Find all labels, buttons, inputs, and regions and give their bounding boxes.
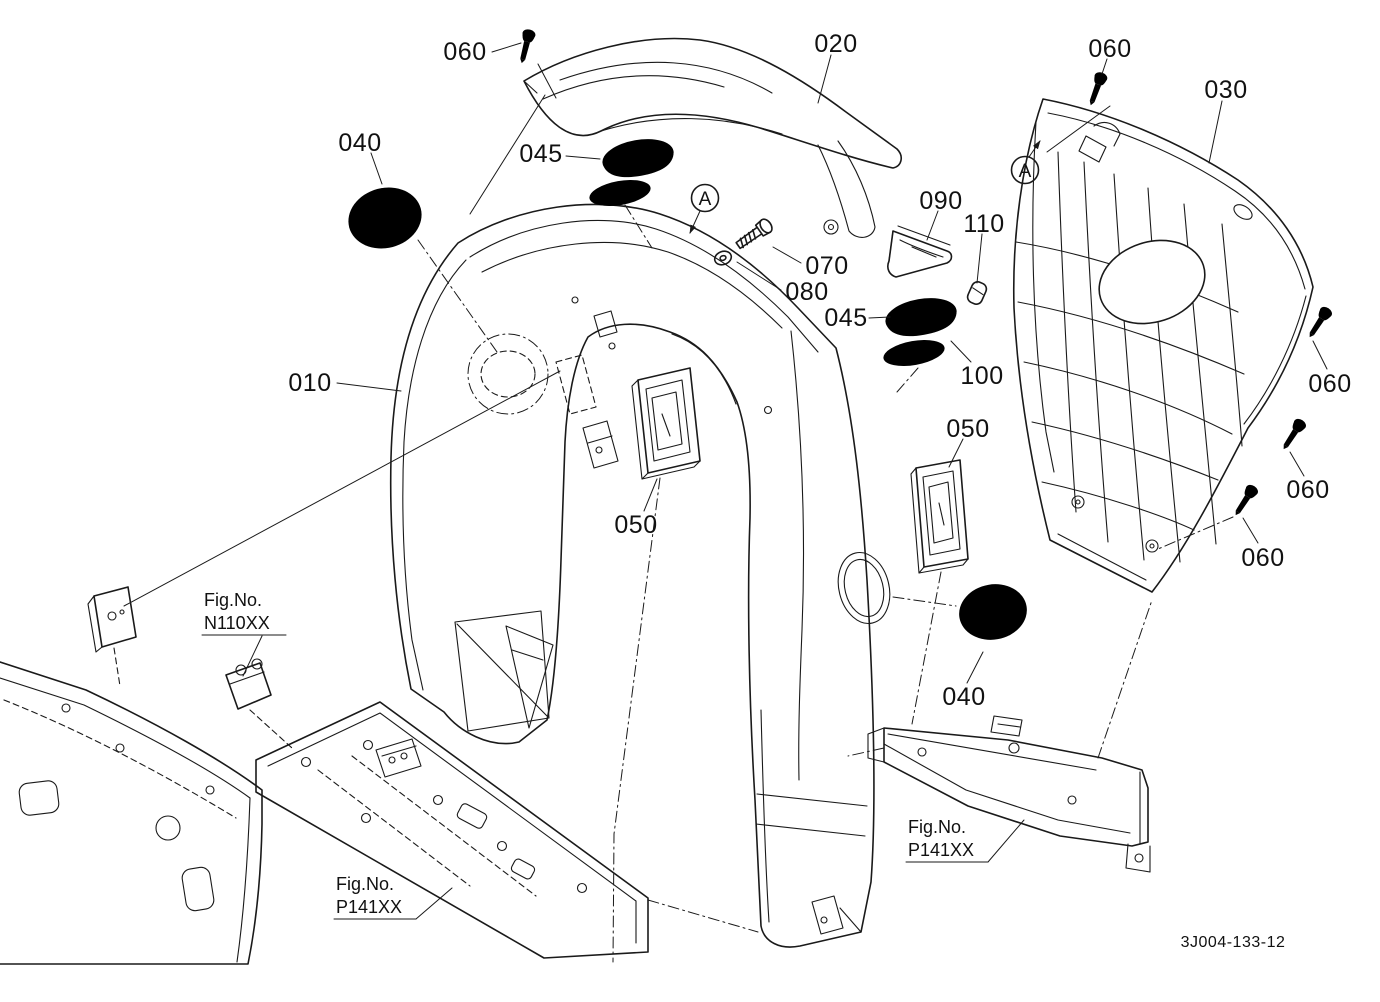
detail-marker-a-left-label: A <box>699 189 712 210</box>
figure-ref-title: Fig.No. <box>336 874 394 894</box>
part-050-socket-right <box>910 459 969 574</box>
part-020-hood-panel <box>523 37 902 238</box>
part-045-cap-right <box>882 293 960 341</box>
callout-080: 080 <box>785 278 828 306</box>
detail-marker-a-right-label: A <box>1019 161 1032 182</box>
part-045-cap-left <box>599 134 677 182</box>
callout-060-right-upper: 060 <box>1308 370 1351 398</box>
figure-ref-lines <box>201 634 1025 920</box>
screw-060-right-upper <box>1304 304 1334 341</box>
construction-lines <box>123 63 1234 963</box>
callout-045-left: 045 <box>519 140 562 168</box>
callout-070: 070 <box>805 252 848 280</box>
callout-leader-lines <box>336 42 1328 684</box>
mount-bracket-far-left <box>87 586 137 687</box>
callout-020: 020 <box>814 30 857 58</box>
part-010-console-body <box>389 203 891 948</box>
part-100-gasket-right <box>881 335 947 371</box>
callout-060-right-middle: 060 <box>1286 476 1329 504</box>
detail-marker-a-left <box>689 183 720 234</box>
drawing-number: 3J004-133-12 <box>1181 934 1286 951</box>
figure-ref-title: Fig.No. <box>908 817 966 837</box>
labels: 060 020 060 030 040 045 090 110 070 080 … <box>204 30 1351 951</box>
figure-ref-code: P141XX <box>336 897 402 917</box>
part-080-washer <box>713 250 733 266</box>
callout-060-top-left: 060 <box>443 38 486 66</box>
part-110-clip <box>966 281 988 305</box>
callout-040-bottom: 040 <box>942 683 985 711</box>
part-040-ring-left <box>341 179 429 257</box>
mounting-rail-right <box>867 715 1151 873</box>
callout-060-right-lower: 060 <box>1241 544 1284 572</box>
mount-bracket-n110xx <box>225 658 293 749</box>
figure-ref-code: N110XX <box>204 613 270 633</box>
screw-060-top-right <box>1084 70 1109 108</box>
callout-040-left: 040 <box>338 129 381 157</box>
callout-050-left: 050 <box>614 511 657 539</box>
figure-ref-n110xx: Fig.No. N110XX <box>204 590 270 633</box>
part-070-bolt <box>735 218 773 250</box>
figure-ref-title: Fig.No. <box>204 590 262 610</box>
figure-ref-p141xx-left: Fig.No. P141XX <box>336 874 402 917</box>
callout-060-top-right: 060 <box>1088 35 1131 63</box>
chassis-frame-left <box>0 661 263 965</box>
callout-045-right: 045 <box>824 304 867 332</box>
callout-050-right: 050 <box>946 415 989 443</box>
callout-030: 030 <box>1204 76 1247 104</box>
callout-100: 100 <box>960 362 1003 390</box>
callout-090: 090 <box>919 187 962 215</box>
mounting-plate-center <box>255 701 649 959</box>
part-030-rear-panel <box>1012 98 1314 593</box>
screw-060-top-left <box>515 28 537 65</box>
part-050-socket-left <box>631 367 701 480</box>
part-040-ring-right <box>954 578 1032 646</box>
detail-marker-a-right <box>1010 140 1041 185</box>
figure-ref-p141xx-right: Fig.No. P141XX <box>908 817 974 860</box>
figure-ref-code: P141XX <box>908 840 974 860</box>
callout-110: 110 <box>963 210 1004 238</box>
screw-060-right-lower <box>1230 482 1260 519</box>
callout-010: 010 <box>288 369 331 397</box>
screw-060-right-middle <box>1278 416 1308 453</box>
part-090-bracket <box>887 225 953 278</box>
